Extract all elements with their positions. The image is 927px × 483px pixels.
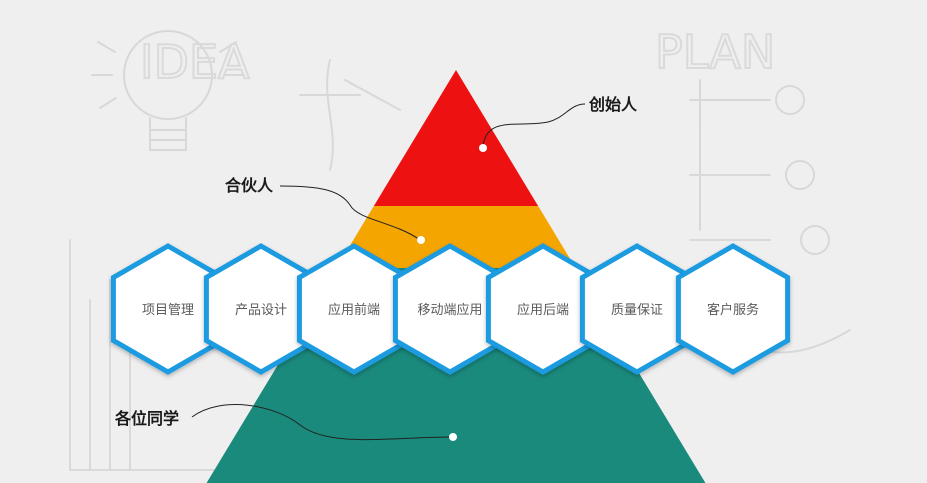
hexagon-customer-service: 客户服务 bbox=[675, 243, 791, 375]
callouts: 创始人 合伙人 各位同学 bbox=[114, 95, 638, 441]
hexagon-label: 质量保证 bbox=[611, 303, 663, 318]
sketch-word-plan: PLAN bbox=[655, 25, 775, 79]
pyramid-tier-middle bbox=[336, 206, 576, 268]
callout-line-base bbox=[191, 404, 454, 441]
hexagon-label: 应用前端 bbox=[328, 302, 380, 318]
callout-dot-middle bbox=[417, 236, 425, 244]
hexagon-label: 客户服务 bbox=[707, 302, 759, 318]
tier-label-partners: 合伙人 bbox=[225, 176, 274, 195]
callout-dot-base bbox=[449, 433, 457, 441]
hexagon-row: 项目管理 产品设计 应用前端 移动端应用 应用后端 质量保证 客户服务 bbox=[110, 243, 791, 375]
callout-line-top bbox=[482, 103, 586, 147]
hexagon-label: 移动端应用 bbox=[417, 302, 482, 318]
sketch-word-idea: IDEA bbox=[140, 35, 250, 89]
callout-dot-top bbox=[479, 144, 487, 152]
hexagon-label: 项目管理 bbox=[142, 303, 194, 318]
tier-label-founders: 创始人 bbox=[588, 95, 638, 114]
hexagon-label: 应用后端 bbox=[517, 302, 569, 318]
hexagon-label: 产品设计 bbox=[235, 303, 287, 318]
pyramid-tier-top bbox=[373, 70, 539, 206]
callout-line-middle bbox=[279, 185, 421, 241]
hexagon-shape bbox=[675, 243, 791, 375]
background-sketch: IDEA PLAN bbox=[69, 24, 851, 471]
tier-label-everyone: 各位同学 bbox=[114, 409, 179, 428]
